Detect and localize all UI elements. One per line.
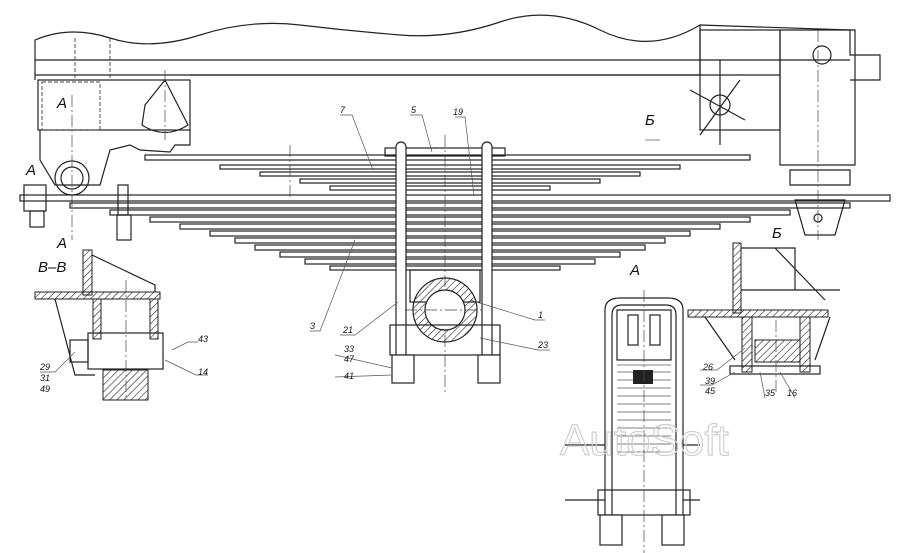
section-title-bb: В–В [38,259,66,276]
part-label-16: 16 [787,388,797,398]
leader-lines [40,114,796,399]
part-label-35: 35 [765,388,776,398]
part-label-41: 41 [344,371,354,381]
part-label-7: 7 [340,105,346,115]
section-mark-b-arrow: Б [645,112,655,129]
axle-assembly [384,141,506,384]
section-mark-a-bottom: A [56,235,67,252]
section-mark-a-top: A [56,95,67,112]
section-mark-a-left: A [25,162,36,179]
view-a-leaves [617,364,671,453]
part-label-33: 33 [344,344,354,354]
rear-bracket [689,29,856,240]
part-label-45: 45 [705,386,716,396]
view-a [565,290,700,553]
part-label-14: 14 [198,367,208,377]
part-label-29: 29 [39,362,50,372]
part-label-23: 23 [537,340,548,350]
view-title-a: A [629,262,640,279]
part-label-1: 1 [538,310,543,320]
part-label-47: 47 [344,354,355,364]
view-title-b: Б [772,225,782,242]
part-label-49: 49 [40,384,50,394]
part-label-31: 31 [40,373,50,383]
part-label-43: 43 [198,334,208,344]
part-label-19: 19 [453,107,463,117]
watermark: AutoSoft [560,416,729,465]
auxiliary-spring [144,154,751,191]
main-spring [19,135,891,395]
part-label-21: 21 [342,325,353,335]
part-label-39: 39 [705,376,715,386]
part-label-26: 26 [702,362,713,372]
section-bb [34,249,164,401]
part-label-3: 3 [310,321,315,331]
frame-rail [34,14,881,81]
section-b [687,242,840,395]
part-label-5: 5 [411,105,417,115]
